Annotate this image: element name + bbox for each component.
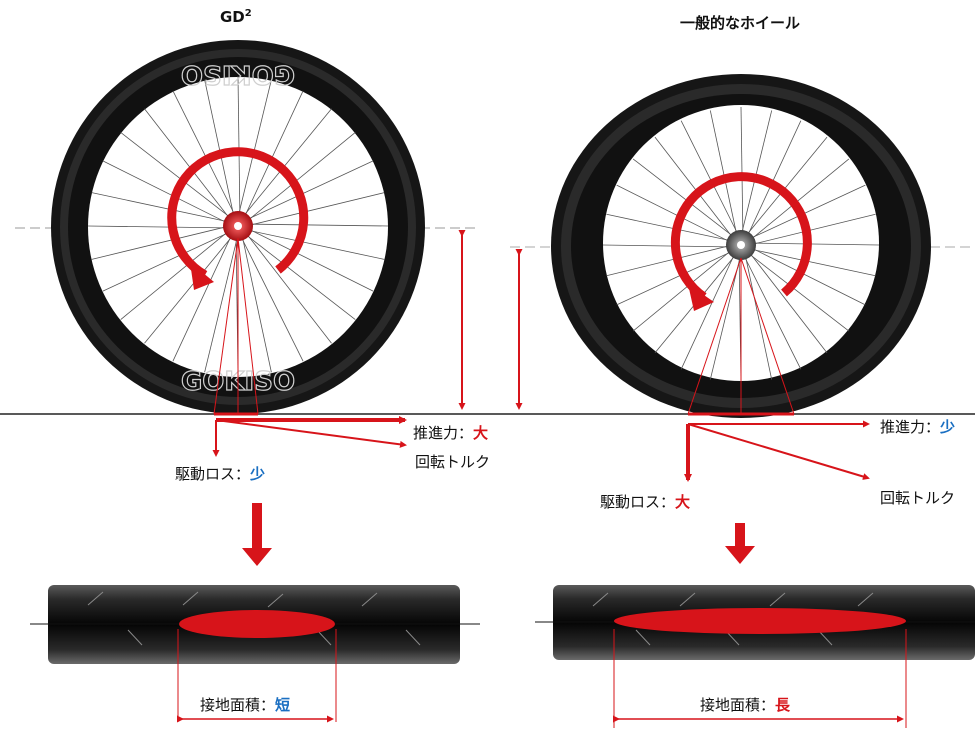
- right-rotation-arrow: [670, 172, 812, 301]
- left-propulsion-text: 推進力：: [413, 424, 474, 442]
- right-wheel: [510, 74, 975, 728]
- left-contact-label: 接地面積：短: [200, 694, 290, 715]
- spoke: [606, 245, 730, 277]
- spoke: [172, 235, 232, 362]
- spoke: [144, 108, 230, 219]
- spoke: [606, 213, 730, 241]
- spoke: [741, 110, 773, 234]
- right-contact-value: 長: [775, 696, 791, 714]
- spoke: [616, 184, 730, 242]
- spoke: [744, 256, 802, 370]
- left-down-arrow: [242, 503, 272, 566]
- spoke: [204, 237, 238, 373]
- spoke: [680, 120, 738, 234]
- spoke: [204, 79, 234, 215]
- spoke: [752, 242, 880, 246]
- spoke: [752, 248, 866, 306]
- left-torque-label: 回転トルク: [415, 453, 491, 471]
- left-torque-arrow: [215, 419, 407, 448]
- left-rim-brand-top: GOKISO: [181, 59, 295, 89]
- right-contact-patch: [614, 608, 906, 634]
- right-loss-label: 駆動ロス：大: [600, 491, 690, 512]
- left-spokes: [87, 75, 389, 377]
- spoke: [144, 236, 233, 344]
- right-propulsion-value: 少: [940, 418, 956, 436]
- left-propulsion-value: 大: [473, 424, 489, 442]
- spoke: [172, 90, 235, 215]
- spoke: [120, 132, 231, 218]
- spoke: [740, 106, 744, 234]
- spoke: [709, 256, 741, 380]
- left-rotation-arrow: [167, 147, 309, 279]
- spoke: [752, 213, 876, 245]
- spoke: [632, 158, 734, 237]
- spoke: [654, 136, 733, 238]
- left-propulsion-label: 推進力：大: [413, 422, 488, 443]
- spoke: [237, 75, 241, 215]
- right-down-arrow: [725, 523, 755, 564]
- spoke: [749, 252, 828, 354]
- spoke: [616, 251, 732, 306]
- left-title-superscript: 2: [244, 8, 252, 19]
- right-propulsion-text: 推進力：: [880, 418, 941, 436]
- left-loss-text: 駆動ロス：: [175, 465, 251, 483]
- spoke: [91, 226, 227, 260]
- left-title: GD2: [220, 8, 252, 26]
- spoke: [245, 234, 356, 320]
- right-torque-label: 回転トルク: [880, 489, 956, 507]
- spoke: [242, 237, 272, 373]
- spoke: [91, 192, 227, 222]
- spoke: [709, 110, 737, 234]
- spoke: [102, 160, 227, 223]
- spoke: [750, 184, 866, 239]
- spoke: [241, 237, 304, 362]
- left-contact-value: 短: [275, 696, 291, 714]
- spoke: [120, 231, 228, 320]
- right-title: 一般的なホイール: [680, 14, 801, 32]
- spoke: [102, 232, 229, 292]
- spoke: [748, 253, 850, 332]
- left-loss-label: 駆動ロス：少: [175, 463, 265, 484]
- right-propulsion-label: 推進力：少: [880, 416, 955, 437]
- spoke: [746, 136, 828, 235]
- spoke: [745, 256, 773, 380]
- right-contact-label: 接地面積：長: [700, 694, 790, 715]
- spoke: [249, 192, 385, 226]
- spoke: [246, 233, 332, 344]
- spoke: [632, 250, 731, 332]
- spoke: [244, 90, 304, 217]
- right-torque-arrow: [687, 423, 870, 480]
- right-loss-text: 駆動ロス：: [600, 493, 676, 511]
- spoke: [249, 230, 385, 260]
- spoke: [752, 249, 876, 277]
- spoke: [87, 225, 227, 229]
- spoke: [602, 244, 730, 248]
- spoke: [243, 108, 332, 216]
- spoke: [680, 254, 735, 370]
- left-title-text: GD: [220, 8, 245, 26]
- spoke: [751, 158, 850, 240]
- spoke: [247, 160, 374, 220]
- left-contact-text: 接地面積：: [200, 696, 276, 714]
- right-contact-text: 接地面積：: [700, 696, 776, 714]
- left-wheel: GOKISO GOKISO: [15, 40, 480, 723]
- spoke: [747, 120, 802, 236]
- left-contact-patch: [179, 610, 335, 638]
- spoke: [248, 132, 356, 221]
- spoke: [249, 223, 389, 227]
- left-loss-value: 少: [250, 465, 266, 483]
- right-loss-value: 大: [675, 493, 691, 511]
- spoke: [249, 229, 374, 292]
- spoke: [238, 79, 272, 215]
